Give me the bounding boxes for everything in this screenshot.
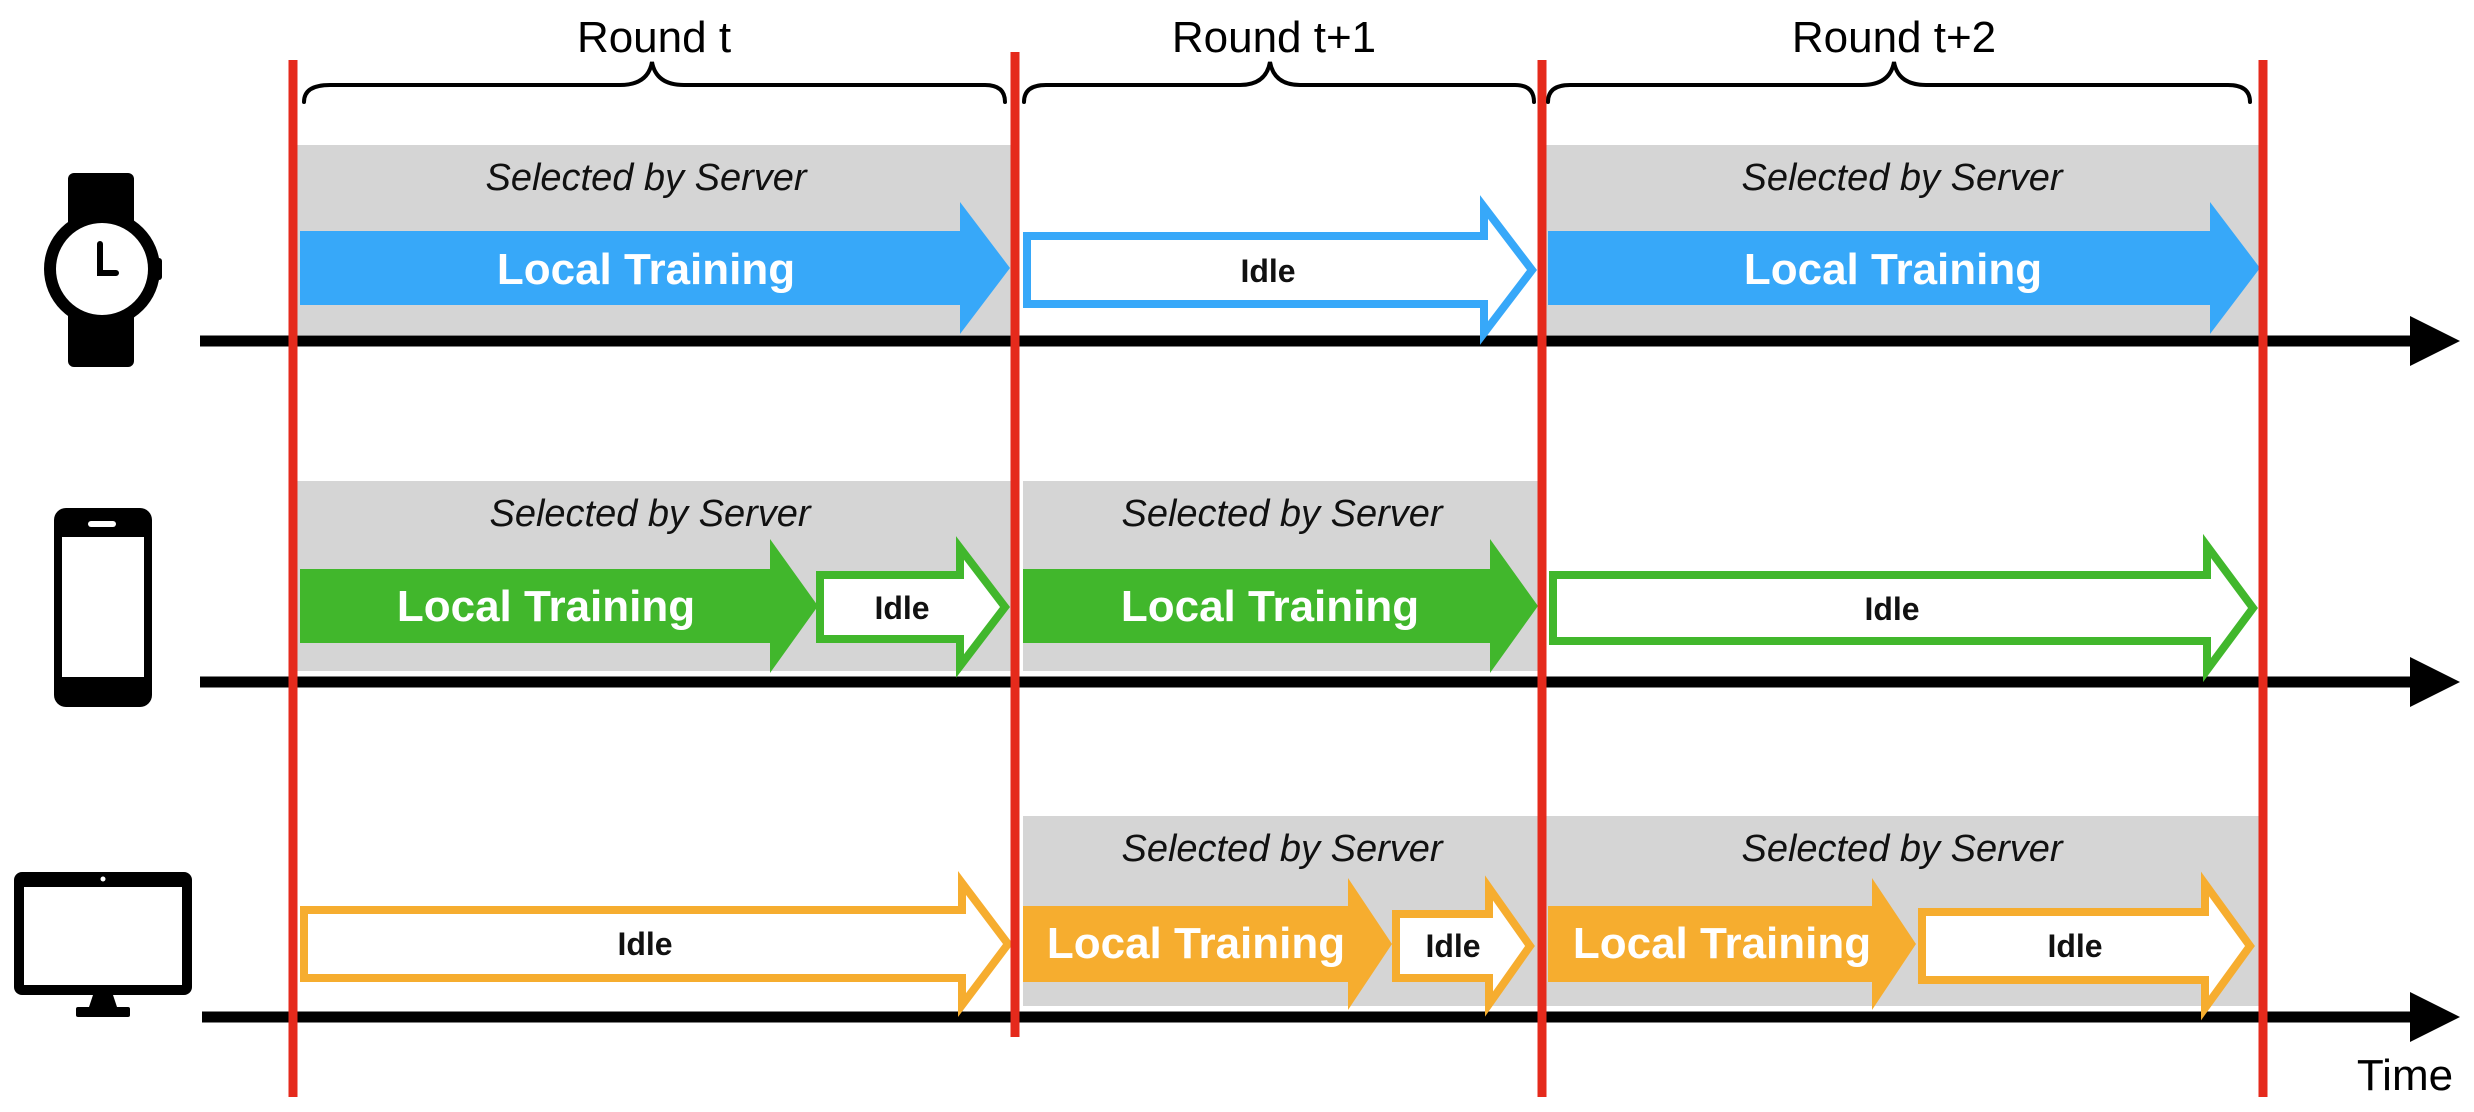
- selected-label: Selected by Server: [489, 493, 811, 535]
- idle-arrow: [1918, 871, 2255, 1021]
- phone-time-axis: [200, 657, 2460, 707]
- monitor-row: Idle Local Training Idle Local Training …: [300, 871, 2255, 1021]
- idle-arrow: [300, 871, 1014, 1017]
- desktop-monitor-icon: [14, 872, 192, 1017]
- round-t-brace: [302, 61, 1007, 104]
- idle-label: Idle: [1240, 253, 1295, 289]
- idle-label: Idle: [874, 590, 929, 626]
- selected-label: Selected by Server: [1121, 493, 1443, 535]
- round-braces: [302, 61, 2252, 104]
- local-training-arrow: [1023, 539, 1538, 673]
- watch-row: Local Training Idle Local Training: [300, 195, 2260, 345]
- selected-label: Selected by Server: [1741, 828, 2063, 870]
- idle-label: Idle: [1425, 928, 1480, 964]
- round-t2-brace: [1546, 61, 2252, 104]
- idle-arrow: [1392, 875, 1535, 1017]
- local-training-arrow: [1548, 202, 2260, 334]
- round-label: Round t+2: [1792, 13, 1996, 62]
- idle-label: Idle: [617, 926, 672, 962]
- monitor-time-axis: [202, 992, 2460, 1042]
- local-training-arrow: [300, 539, 818, 673]
- watch-time-axis: [200, 316, 2460, 366]
- local-training-arrow: [1023, 878, 1392, 1010]
- selected-label: Selected by Server: [1121, 828, 1443, 870]
- time-axis-label: Time: [2357, 1051, 2453, 1100]
- idle-arrow: [816, 536, 1011, 678]
- local-training-label: Local Training: [397, 582, 695, 631]
- round-label: Round t+1: [1172, 13, 1376, 62]
- round-label: Round t: [577, 13, 731, 62]
- smartwatch-icon: [44, 173, 162, 367]
- selected-label: Selected by Server: [485, 157, 807, 199]
- round-t1-brace: [1022, 61, 1536, 104]
- round-labels: Round t Round t+1 Round t+2: [577, 13, 1996, 62]
- idle-label: Idle: [2047, 928, 2102, 964]
- phone-row: Local Training Idle Local Training Idle: [300, 533, 2258, 683]
- idle-arrow: [1023, 195, 1538, 345]
- local-training-label: Local Training: [1573, 919, 1871, 968]
- local-training-label: Local Training: [1744, 245, 2042, 294]
- round-boundaries: [288, 52, 2268, 1097]
- local-training-arrow: [300, 202, 1010, 334]
- local-training-arrow: [1548, 878, 1916, 1010]
- local-training-label: Local Training: [497, 245, 795, 294]
- selected-labels: Selected by Server Selected by Server Se…: [485, 157, 2063, 870]
- idle-arrow: [1549, 533, 2258, 683]
- smartphone-icon: [54, 508, 152, 707]
- local-training-label: Local Training: [1121, 582, 1419, 631]
- local-training-label: Local Training: [1047, 919, 1345, 968]
- time-axes: [200, 316, 2460, 1042]
- selected-label: Selected by Server: [1741, 157, 2063, 199]
- idle-label: Idle: [1864, 591, 1919, 627]
